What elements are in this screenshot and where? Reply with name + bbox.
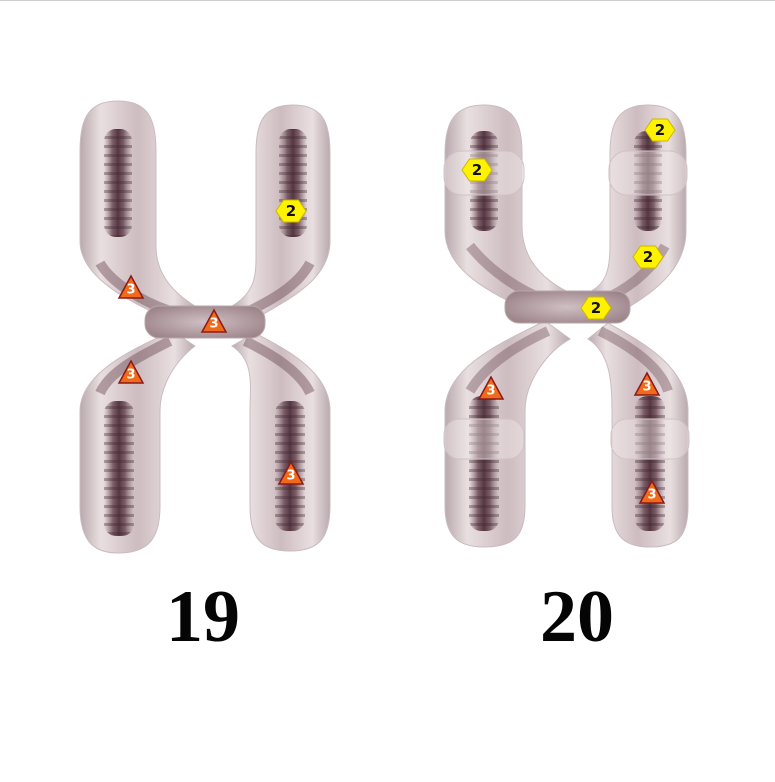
chromosome-20-arm-upper-left (444, 105, 570, 319)
marker-number: 2 (591, 299, 601, 317)
chromosome-19-arm-lower-left (80, 331, 195, 553)
marker-number: 3 (126, 368, 135, 383)
chromosome-20-centromere (505, 291, 630, 323)
chromosome-19-arm-lower-right (232, 333, 330, 551)
marker-number: 3 (126, 283, 135, 298)
chromosome-20-arm-lower-left (444, 321, 570, 547)
chromosome-20-label: 20 (477, 573, 677, 661)
chromosome-19-centromere (145, 306, 265, 338)
marker-number: 3 (209, 317, 218, 332)
marker-number: 3 (642, 380, 651, 395)
marker-number: 2 (286, 202, 296, 220)
chromosome-20-arm-lower-right (588, 323, 689, 547)
marker-number: 3 (286, 469, 295, 484)
chromosome-19-label: 19 (103, 573, 303, 661)
marker-number: 2 (655, 121, 665, 139)
chromosome-20-arm-upper-right (588, 105, 687, 319)
marker-number: 2 (472, 161, 482, 179)
marker-number: 3 (647, 488, 656, 503)
marker-number: 3 (486, 384, 495, 399)
marker-number: 2 (643, 248, 653, 266)
